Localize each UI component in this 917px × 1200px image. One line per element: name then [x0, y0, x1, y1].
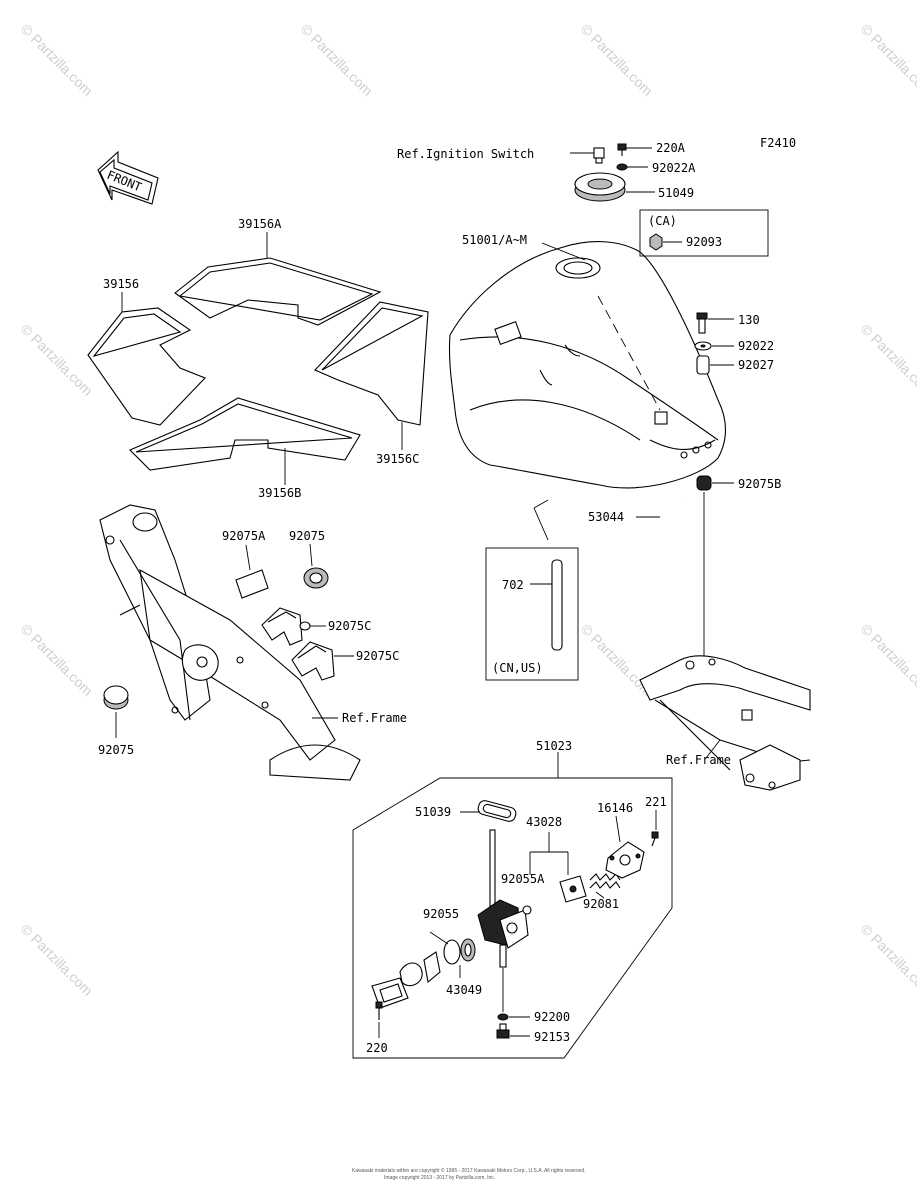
lever-gasket-set: [371, 951, 441, 1009]
diaphragm-43028: [559, 875, 587, 903]
watermark: © Partzilla.com: [18, 321, 96, 399]
label-220: 220: [366, 1041, 388, 1055]
screw-220A: [617, 143, 627, 156]
watermark: © Partzilla.com: [858, 21, 917, 99]
label-ref-ignition-switch: Ref.Ignition Switch: [397, 147, 534, 161]
gasket-51039: [477, 800, 517, 822]
oring-92055A: [522, 905, 532, 915]
watermark: © Partzilla.com: [858, 621, 917, 699]
label-92200: 92200: [534, 1010, 570, 1024]
seat-pad-39156C: [314, 301, 429, 426]
damper-92075B: [696, 475, 712, 491]
watermark: © Partzilla.com: [18, 621, 96, 699]
label-51023: 51023: [536, 739, 572, 753]
seat-pad-39156: [87, 307, 206, 426]
screw-221: [651, 831, 659, 847]
watermark: © Partzilla.com: [18, 21, 96, 99]
label-92075-left: 92075: [98, 743, 134, 757]
label-92022: 92022: [738, 339, 774, 353]
watermark: © Partzilla.com: [298, 21, 376, 99]
label-130: 130: [738, 313, 760, 327]
damper-92075-top: [303, 567, 329, 589]
label-92022A: 92022A: [652, 161, 696, 175]
clamp-92075C-upper: [261, 607, 303, 646]
watermark: © Partzilla.com: [858, 321, 917, 399]
label-ref-frame-left: Ref.Frame: [342, 711, 407, 725]
watermark: © Partzilla.com: [18, 921, 96, 999]
label-92055A: 92055A: [501, 872, 545, 886]
seat-pad-39156A: [174, 257, 382, 326]
ignition-screw: [593, 147, 605, 164]
front-arrow-icon: FRONT: [97, 150, 159, 205]
fuel-tank: [448, 241, 727, 489]
washer-43049: [460, 938, 476, 962]
washer-92200: [497, 1013, 509, 1021]
label-92075C-2: 92075C: [356, 649, 399, 663]
washer-92075C: [299, 621, 311, 631]
label-43049: 43049: [446, 983, 482, 997]
label-92153: 92153: [534, 1030, 570, 1044]
washer-92022: [694, 341, 712, 351]
label-ca: (CA): [648, 214, 677, 228]
label-51049: 51049: [658, 186, 694, 200]
collar-92027: [696, 355, 710, 375]
frame-right: [639, 655, 811, 791]
label-ref-frame-right: Ref.Frame: [666, 753, 731, 767]
bolt-130: [696, 312, 708, 334]
fuel-cock-box: [352, 777, 673, 1059]
label-702: 702: [502, 578, 524, 592]
spring-92081: [589, 873, 621, 889]
label-51001: 51001/A~M: [462, 233, 527, 247]
nut-92093: [649, 233, 663, 251]
seat-pad-39156B: [129, 397, 361, 471]
clamp-92075C-lower: [291, 641, 335, 681]
hose-702: [551, 559, 563, 651]
label-43028: 43028: [526, 815, 562, 829]
bolt-92153: [496, 1023, 510, 1039]
label-92081: 92081: [583, 897, 619, 911]
label-16146: 16146: [597, 801, 633, 815]
label-51039: 51039: [415, 805, 451, 819]
label-221: 221: [645, 795, 667, 809]
label-39156: 39156: [103, 277, 139, 291]
ca-box: [639, 209, 769, 257]
label-92055: 92055: [423, 907, 459, 921]
watermark: © Partzilla.com: [858, 921, 917, 999]
damper-92075A: [235, 569, 269, 599]
label-92093: 92093: [686, 235, 722, 249]
footer-line-2: Image copyright 2013 - 2017 by Partzilla…: [384, 1175, 495, 1181]
watermark: © Partzilla.com: [578, 21, 656, 99]
fuel-cap-51049: [574, 172, 626, 202]
oring-92055: [443, 939, 461, 965]
label-92075C-1: 92075C: [328, 619, 371, 633]
damper-92075-left: [103, 685, 129, 710]
label-39156B: 39156B: [258, 486, 301, 500]
fuel-cock-body: [477, 829, 529, 968]
label-39156A: 39156A: [238, 217, 282, 231]
label-53044: 53044: [588, 510, 624, 524]
washer-92022A: [616, 163, 628, 171]
frame-left: [99, 504, 361, 781]
label-92075A: 92075A: [222, 529, 266, 543]
label-220A: 220A: [656, 141, 686, 155]
cnus-box: [485, 547, 579, 681]
label-92075-top: 92075: [289, 529, 325, 543]
footer-line-1: Kawasaki materials within are copyright …: [352, 1167, 586, 1174]
figure-code: F2410: [760, 136, 796, 150]
hose-53044: [661, 498, 683, 518]
cover-16146: [605, 841, 645, 879]
screw-220: [375, 1001, 383, 1020]
label-92075B: 92075B: [738, 477, 781, 491]
label-cnus: (CN,US): [492, 661, 543, 675]
label-92027: 92027: [738, 358, 774, 372]
label-39156C: 39156C: [376, 452, 419, 466]
